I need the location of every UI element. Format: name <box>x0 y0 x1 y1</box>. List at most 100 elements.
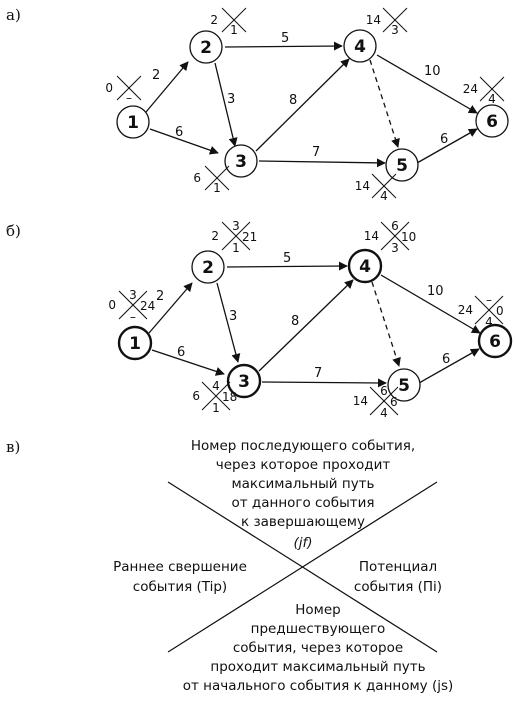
edge-b-5-6 <box>418 348 480 384</box>
node-a-6-label: 6 <box>486 112 498 132</box>
weight-b-1-2: 2 <box>156 289 164 304</box>
legend-bottom-line-4: проходит максимальный путь <box>210 659 425 675</box>
label-a-2-bottom: 1 <box>230 23 238 37</box>
edge-4-5-dashed <box>369 59 400 148</box>
weight-b-3-4: 8 <box>291 314 299 329</box>
label-a-6-bottom: 4 <box>488 92 496 106</box>
label-a-3: 6 1 <box>193 165 230 195</box>
label-b-6-left: 24 <box>458 303 473 317</box>
edge-b-3-5 <box>261 378 387 388</box>
label-a-3-bottom: 1 <box>213 181 221 195</box>
legend-top-line-3: максимальный путь <box>231 476 374 492</box>
node-b-2-label: 2 <box>202 258 214 278</box>
label-b-5-bottom: 4 <box>380 406 388 420</box>
label-a-2-left: 2 <box>210 13 218 27</box>
legend-bottom-line-1: Номер <box>295 602 340 618</box>
weight-a-3-5: 7 <box>312 145 320 160</box>
label-b-3-right: 18 <box>222 390 237 404</box>
weight-b-3-5: 7 <box>314 366 322 381</box>
edge-1-3 <box>149 128 219 155</box>
label-b-1: 0 3 24 – <box>108 288 155 324</box>
label-b-3-top: 4 <box>212 379 220 393</box>
label-b-2-left: 2 <box>211 229 219 243</box>
node-a-3 <box>224 144 258 178</box>
edge-3-4 <box>255 58 350 152</box>
legend-top-text: Номер последующего события, через которо… <box>191 438 415 551</box>
label-b-6: 24 – 0 4 <box>458 293 504 329</box>
node-b-6 <box>477 323 513 359</box>
label-b-6-right: 0 <box>496 304 504 318</box>
panel-label-b: б) <box>6 222 21 240</box>
label-b-5-left: 14 <box>353 394 368 408</box>
node-b-4-label: 4 <box>359 257 371 277</box>
node-a-5 <box>385 148 419 182</box>
edge-5-6 <box>416 128 478 164</box>
weight-a-2-3: 3 <box>227 92 235 107</box>
weight-a-1-2: 2 <box>152 68 160 83</box>
weight-b-2-3: 3 <box>229 309 237 324</box>
weight-b-2-4: 5 <box>283 251 291 266</box>
weight-a-4-6: 10 <box>424 64 441 79</box>
node-a-1-label: 1 <box>127 113 139 133</box>
label-b-6-top: – <box>486 293 492 307</box>
legend-right-text: Потенциал события (Пi) <box>354 559 442 595</box>
label-a-3-left: 6 <box>193 171 201 185</box>
weight-b-4-6: 10 <box>427 284 444 299</box>
label-b-2: 2 3 21 1 <box>211 219 257 255</box>
label-a-5-bottom: 4 <box>380 189 388 203</box>
weight-a-1-3: 6 <box>175 125 183 140</box>
legend-diagonal-2 <box>167 481 438 653</box>
label-b-4-top: 6 <box>391 219 399 233</box>
diagram-a: 2 6 3 5 8 7 10 6 1 2 3 4 5 6 0 – 2 1 <box>105 7 509 203</box>
label-b-1-top: 3 <box>129 288 137 302</box>
weight-b-5-6: 6 <box>442 352 450 367</box>
legend-top-line-2: через которое проходит <box>216 457 391 473</box>
label-a-4-bottom: 3 <box>391 23 399 37</box>
legend-left-text: Раннее свершение события (Tiр) <box>113 559 247 595</box>
edge-b-2-3 <box>216 282 241 363</box>
weight-b-1-3: 6 <box>177 345 185 360</box>
legend-bottom-line-5: от начального события к данному (js) <box>183 678 454 694</box>
edge-b-1-2 <box>148 282 193 334</box>
node-a-3-label: 3 <box>235 152 247 172</box>
label-b-4: 14 6 10 3 <box>364 219 417 255</box>
label-b-4-right: 10 <box>401 230 416 244</box>
edge-b-1-3 <box>151 349 225 376</box>
weight-a-5-6: 6 <box>440 132 448 147</box>
edge-4-6 <box>376 54 478 114</box>
node-a-2 <box>189 30 223 64</box>
legend-bottom-text: Номер предшествующего события, через кот… <box>183 602 454 694</box>
node-b-4 <box>347 248 383 284</box>
node-a-2-label: 2 <box>200 38 212 58</box>
edge-2-4 <box>224 41 343 51</box>
node-b-2 <box>191 250 225 284</box>
label-b-5-right: 6 <box>390 395 398 409</box>
label-b-1-bottom: – <box>130 310 136 324</box>
node-b-6-label: 6 <box>489 332 501 352</box>
node-b-3 <box>226 363 262 399</box>
node-a-6 <box>475 104 509 138</box>
label-a-1: 0 – <box>105 75 142 105</box>
legend-right-line-2: события (Пi) <box>354 579 442 595</box>
node-a-1 <box>116 105 150 139</box>
node-b-5-label: 5 <box>398 376 410 396</box>
diagram-b: 2 6 3 5 8 7 10 6 1 2 3 4 5 6 0 3 24 – <box>108 219 513 420</box>
label-b-5: 14 6 6 4 <box>353 384 399 420</box>
node-b-1 <box>117 325 153 361</box>
edge-b-4-5-dashed <box>371 281 401 367</box>
label-a-6: 24 4 <box>463 76 505 106</box>
label-a-1-left: 0 <box>105 81 113 95</box>
edge-b-3-4 <box>258 279 354 372</box>
label-a-5-left: 14 <box>355 179 370 193</box>
node-a-4 <box>343 29 377 63</box>
edge-3-5 <box>258 158 386 168</box>
legend-top-line-5: к завершающему <box>241 514 365 530</box>
label-a-4-left: 14 <box>366 13 381 27</box>
node-a-5-label: 5 <box>396 156 408 176</box>
node-b-5 <box>387 368 421 402</box>
label-b-2-top: 3 <box>232 219 240 233</box>
label-b-3: 6 4 18 1 <box>192 379 237 415</box>
edge-2-3 <box>214 62 238 147</box>
label-b-5-top: 6 <box>380 384 388 398</box>
